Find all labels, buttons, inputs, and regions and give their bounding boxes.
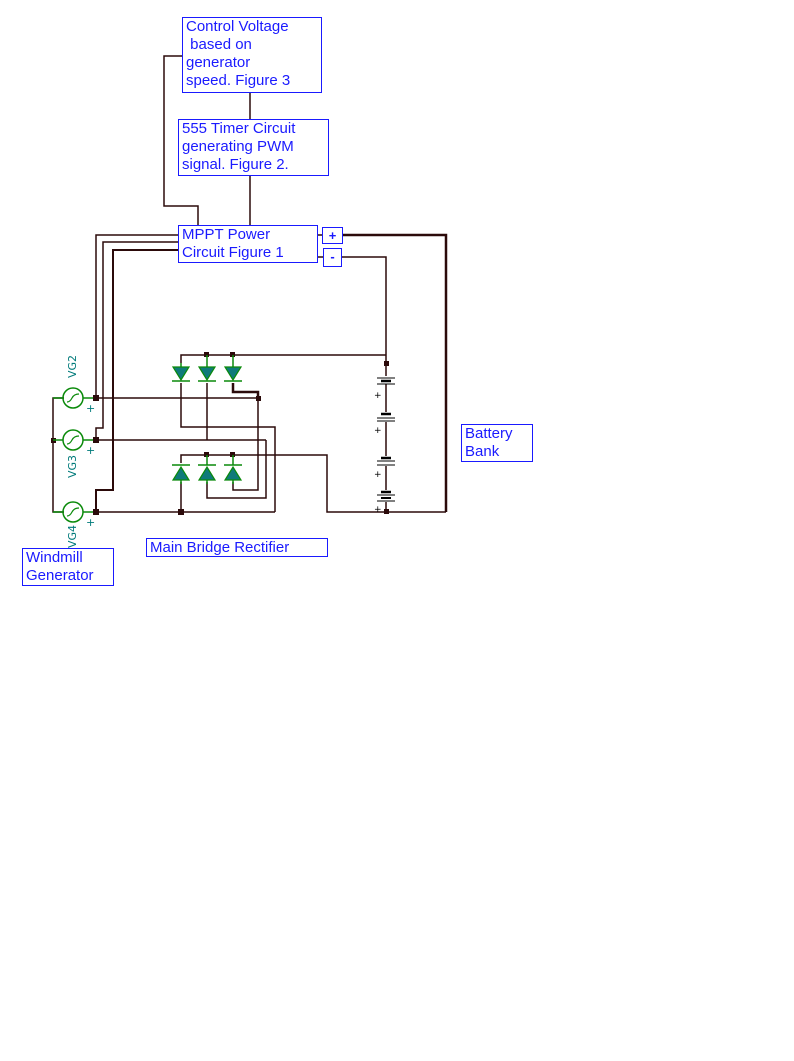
vg4-ref: VG4 xyxy=(66,525,79,548)
vg3-polarity: + xyxy=(86,444,95,457)
diode-icon xyxy=(223,455,243,484)
timer-555-block: 555 Timer Circuit generating PWM signal.… xyxy=(178,119,329,176)
mppt-plus-terminal: + xyxy=(322,227,343,244)
junction-dot xyxy=(230,352,235,357)
battery-icon: + xyxy=(374,376,396,401)
windmill-generator-label: Windmill Generator xyxy=(22,548,114,586)
diode-icon xyxy=(223,355,243,382)
wire-phase-a-lower xyxy=(232,398,259,491)
ac-source-icon xyxy=(62,501,84,523)
battery-polarity: + xyxy=(374,470,382,480)
battery-icon: + xyxy=(374,412,396,436)
wire-d3-down xyxy=(231,383,260,398)
vg3-ref: VG3 xyxy=(66,455,79,478)
diode-icon xyxy=(197,455,217,484)
generator-vg3: + VG3 xyxy=(53,429,95,478)
battery-icon: + xyxy=(374,456,396,480)
wire-negative-bus xyxy=(342,256,387,363)
diode-icon xyxy=(171,363,191,382)
wire-bottom-rail xyxy=(180,454,446,513)
mppt-minus-terminal: - xyxy=(323,248,342,267)
diode-icon xyxy=(171,464,191,484)
sine-icon xyxy=(66,435,80,445)
battery-string: + + + + xyxy=(374,376,396,515)
wire-control-to-mppt xyxy=(163,55,199,226)
battery-polarity: + xyxy=(374,426,382,436)
wire-phase-b xyxy=(95,241,178,440)
junction-dot xyxy=(93,437,99,443)
ac-source-icon xyxy=(62,387,84,409)
control-voltage-block: Control Voltage based on generator speed… xyxy=(182,17,322,93)
wire-generator-common xyxy=(52,397,64,513)
junction-dot xyxy=(93,395,99,401)
junction-dot xyxy=(256,396,261,401)
sine-icon xyxy=(66,393,80,403)
battery-icon: + xyxy=(374,490,396,515)
battery-polarity: + xyxy=(374,505,382,515)
wire-phase-c xyxy=(95,249,178,512)
wire-phase-b-lower xyxy=(206,440,267,499)
battery-polarity: + xyxy=(374,391,382,401)
battery-bank-label: Battery Bank xyxy=(461,424,533,462)
generator-vg2: + VG2 xyxy=(53,355,95,415)
wire-top-rail xyxy=(180,354,386,363)
wire-phase-a xyxy=(95,234,178,398)
main-bridge-rectifier-label: Main Bridge Rectifier xyxy=(146,538,328,557)
junction-dot xyxy=(204,452,209,457)
junction-dot xyxy=(384,509,389,514)
vg2-ref: VG2 xyxy=(66,355,79,378)
vg2-polarity: + xyxy=(86,402,95,415)
wire-positive-bus xyxy=(343,233,448,512)
junction-dot xyxy=(384,361,389,366)
diode-icon xyxy=(197,355,217,382)
vg4-polarity: + xyxy=(86,516,95,529)
mppt-power-block: MPPT Power Circuit Figure 1 xyxy=(178,225,318,263)
junction-dot xyxy=(178,509,184,515)
generator-vg4: + VG4 xyxy=(53,501,95,548)
diodes-lower xyxy=(171,455,243,484)
junction-dot xyxy=(93,509,99,515)
diodes-upper xyxy=(171,355,243,382)
sine-icon xyxy=(66,507,80,517)
wire-d1-down xyxy=(180,383,276,512)
junction-dot xyxy=(230,452,235,457)
junction-dot xyxy=(204,352,209,357)
ac-source-icon xyxy=(62,429,84,451)
